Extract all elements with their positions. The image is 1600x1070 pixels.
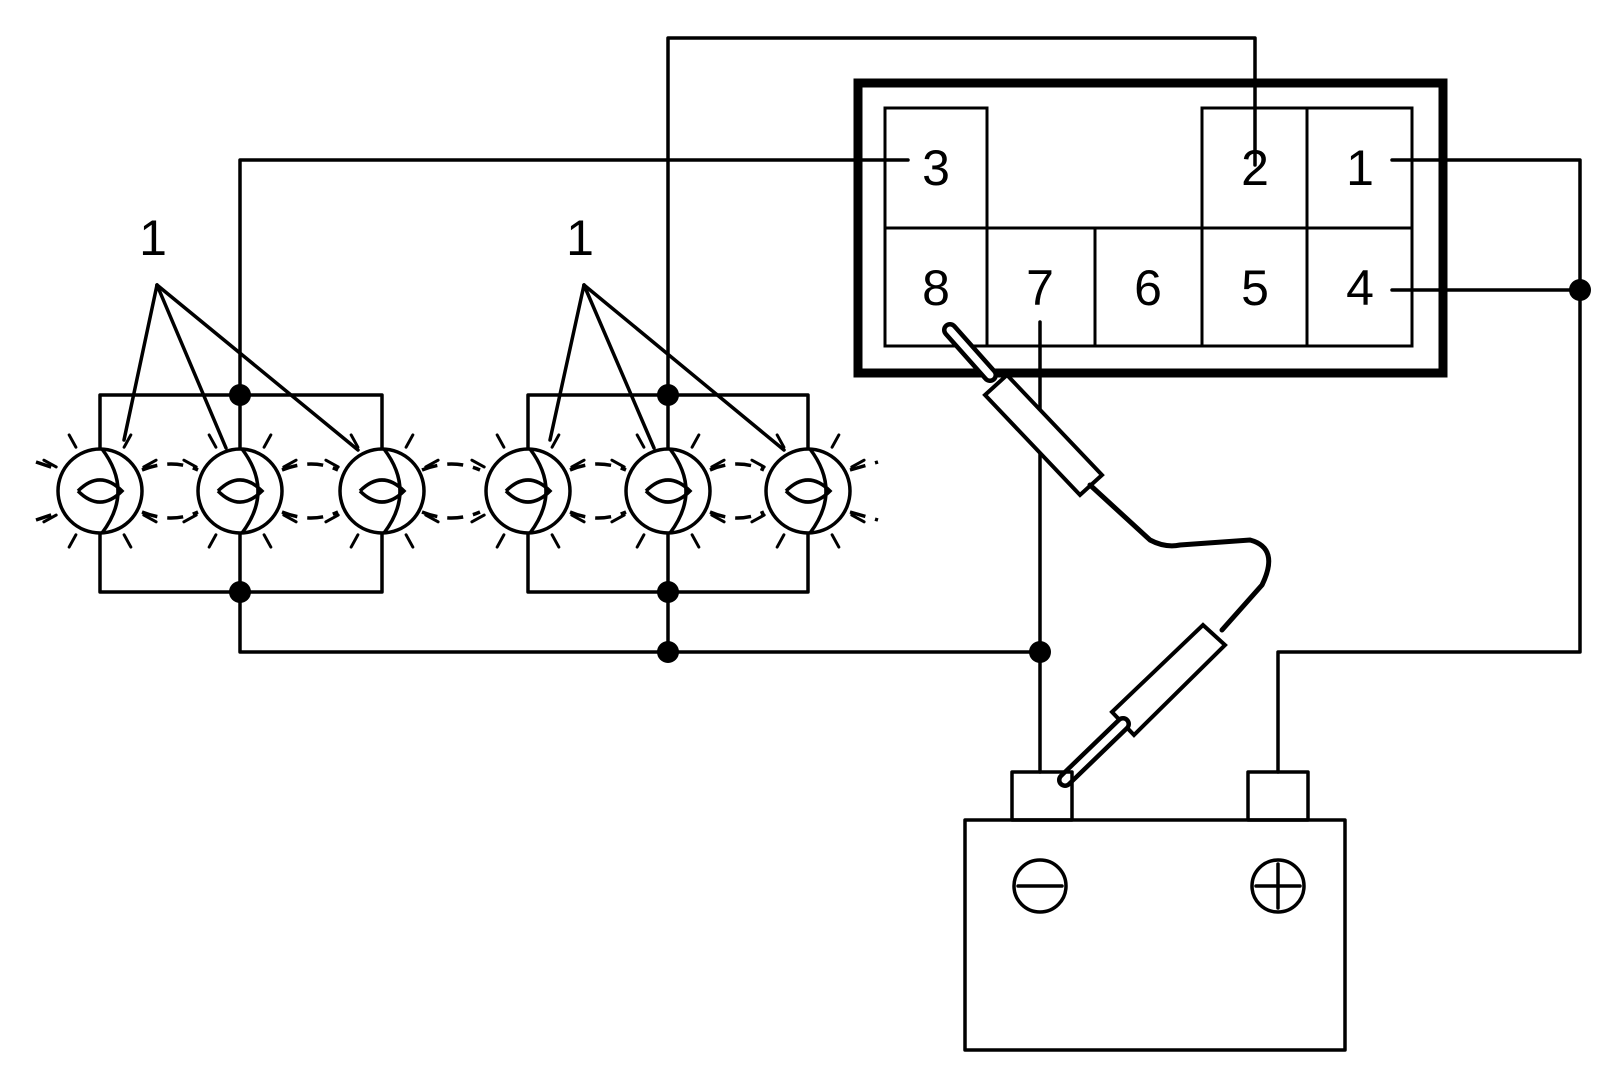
battery-negative-icon [1012, 858, 1068, 914]
battery-positive-icon [1250, 858, 1306, 914]
junction-dots [229, 279, 1591, 663]
pin-label-4: 4 [1346, 260, 1374, 316]
pin-label-3: 3 [922, 140, 950, 196]
lamp-icon [610, 433, 726, 549]
pin-label-5: 5 [1241, 260, 1269, 316]
battery [963, 770, 1347, 1052]
pin-label-8: 8 [922, 260, 950, 316]
connector-housing [853, 78, 1448, 378]
lamp-icon [42, 433, 158, 549]
pin-label-7: 7 [1026, 260, 1054, 316]
callout-label-left: 1 [139, 210, 167, 266]
callout-label-right: 1 [566, 210, 594, 266]
pin-label-1: 1 [1346, 140, 1374, 196]
wires [238, 36, 1582, 774]
lamp-icon [750, 433, 866, 549]
battery-positive-terminal [1246, 770, 1310, 822]
battery-negative-terminal [1010, 770, 1074, 822]
lamp-icon [324, 433, 440, 549]
lamp-icon [182, 433, 298, 549]
callout-leaders [122, 283, 786, 452]
pin-label-6: 6 [1134, 260, 1162, 316]
connector-cells [883, 106, 1414, 348]
lamp-icon [470, 433, 586, 549]
test-lead [942, 322, 1272, 788]
